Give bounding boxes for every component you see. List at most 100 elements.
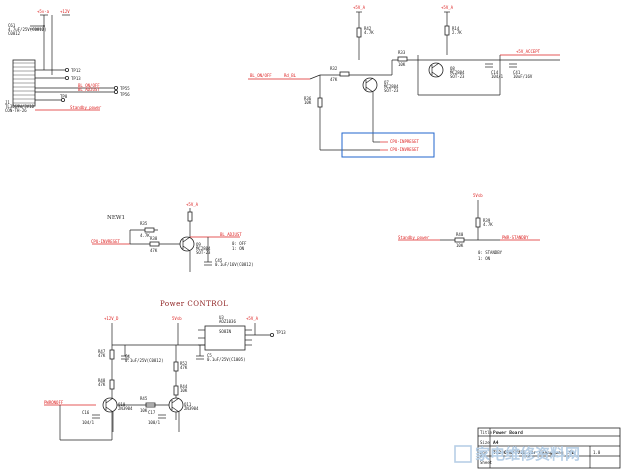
power-c4-value: 100/1	[148, 420, 161, 425]
watermark: 家电维修资料网	[454, 445, 580, 463]
top-r36-ref: R36	[304, 96, 312, 101]
top-r33-value: 10K	[398, 62, 406, 67]
standby-r1-ref: R39	[483, 218, 491, 223]
power-q2-value: 2N3904	[184, 406, 199, 411]
new1-r1-value: 4.7K	[140, 233, 150, 238]
top-r32-ref: R32	[330, 66, 338, 71]
top-rail1-label: +5V_A	[353, 5, 366, 10]
tp8-label: TP8	[60, 94, 68, 99]
top-r32-value: 47K	[330, 77, 338, 82]
connector-package: CON-TH-26	[5, 108, 27, 113]
connector-desc: TL3069W/3V10	[5, 104, 34, 109]
watermark-logo-icon	[454, 445, 472, 463]
new1-cap-value: 0.1uF/16V(C0812)	[215, 262, 254, 267]
connector-pins	[13, 62, 35, 104]
net-5v-accept: +5V_ACCEPT	[516, 49, 541, 54]
power-r1-ref: R47	[98, 349, 106, 354]
new1-circuit: NEW1 +5V_A CPU-INVRESET R35 4.7K R38 47K…	[91, 202, 254, 272]
power-c4-ref: C17	[148, 410, 156, 415]
top-c14-value: 104/1	[491, 74, 504, 79]
power-u3-value: AOZ1036	[219, 319, 236, 324]
top-r14-value: 2.7K	[452, 30, 462, 35]
top-r14-ref: R14	[452, 26, 460, 31]
power-q1-ref: Q10	[118, 402, 126, 407]
tp13-label: TP13	[71, 76, 81, 81]
power-q2-ref: Q11	[184, 402, 192, 407]
tb-size-label: Size	[480, 440, 490, 445]
tp55-label: TP55	[120, 86, 130, 91]
power-r4-value: 10K	[180, 388, 188, 393]
new1-rail-label: +5V_A	[186, 202, 199, 207]
power-r2-value: 47K	[98, 382, 106, 387]
power-q1-value: 2N3904	[118, 406, 133, 411]
tb-doc-label: Doc	[480, 450, 488, 455]
tb-rev: 1.0	[593, 450, 601, 455]
new1-cap-ref: C45	[215, 258, 223, 263]
watermark-text: 家电维修资料网	[475, 445, 580, 463]
standby-legend-on: 1: ON	[478, 256, 491, 261]
standby-input-net: Standby_power	[398, 235, 430, 240]
power-r5-value: 10K	[140, 408, 148, 413]
top-r33-ref: R33	[398, 50, 406, 55]
title-block: Title Power Board Size A4 Doc TL3069W/3V…	[477, 427, 621, 469]
power-control-circuit: Power CONTROL +12V_D 5Vsb +5V_A TP13 U3 …	[44, 300, 286, 441]
new1-q-package: SOT-23	[196, 250, 211, 255]
tb-sheet: Sheet	[480, 460, 493, 465]
new1-r2-ref: R38	[150, 236, 158, 241]
power-c1-ref: C4	[125, 354, 130, 359]
standby-r2-value: 10K	[456, 243, 464, 248]
new1-q-ref: Q9	[196, 242, 201, 247]
power-rail-5vsb: 5Vsb	[172, 316, 182, 321]
top-q7-value: MC2804	[384, 84, 399, 89]
power-c2-value: 0.1uF/25V(C1005)	[207, 357, 246, 362]
power-tp-label: TP13	[276, 330, 286, 335]
power-r3-value: 47K	[180, 365, 188, 370]
top-q8-package: SOT-23	[450, 74, 465, 79]
new1-title: NEW1	[107, 215, 125, 221]
power-c3-ref: C16	[82, 410, 90, 415]
top-rail2-label: +5V_A	[441, 5, 454, 10]
net-bl-on-off: BL_ON/OFF	[78, 83, 100, 88]
new1-q-value: MC2804	[196, 246, 211, 251]
cap-c61-value: 4.7uF/25V(C0812)	[8, 27, 47, 32]
net-standby-power: Standby_power	[70, 105, 102, 110]
standby-rail-label: 5Vsb	[473, 193, 483, 198]
tb-size-value: A4	[493, 440, 499, 446]
new1-input-net: CPU-INVRESET	[91, 239, 120, 244]
top-r36-value: 10K	[304, 100, 312, 105]
backlight-switch-circuit: +5V_A +5V_A R42 4.7K R14 2.7K +5V_ACCEPT…	[248, 5, 560, 158]
power-r1-value: 47K	[98, 353, 106, 358]
power-rail-5v-a: +5V_A	[246, 316, 259, 321]
net-rd-bl: Rd_BL	[284, 73, 297, 78]
top-q8-ref: Q8	[450, 66, 455, 71]
power-c1-value: 0.1uF/25V(C0812)	[125, 358, 164, 363]
standby-r2-ref: R40	[456, 232, 464, 237]
cap-c61-package: C0812	[8, 31, 21, 36]
standby-r1-value: 4.7K	[483, 222, 493, 227]
rail-5v-a-label: +5v-a	[37, 9, 50, 14]
highlight-box	[341, 132, 435, 158]
cap-c61-ref: C61	[8, 23, 16, 28]
new1-legend-on: 1: ON	[232, 246, 245, 251]
power-rail-12v: +12V_D	[104, 316, 119, 321]
net-cpu-invreset: CPU-INVRESET	[390, 147, 419, 152]
power-r2-ref: R48	[98, 378, 106, 383]
top-r42-value: 4.7K	[364, 30, 374, 35]
standby-circuit: 5Vsb R39 4.7K Standby_power R40 10K PWR-…	[398, 193, 540, 261]
top-q8-value: MC2804	[450, 70, 465, 75]
rail-12v-label: +12V	[60, 9, 70, 14]
standby-legend-standby: 0: STANDBY	[478, 250, 503, 255]
power-u3-package: SO8IN	[219, 329, 232, 334]
net-cpu-inpreset: CPU-INPRESET	[390, 139, 419, 144]
net-bl-on-off-top: BL_ON/OFF	[250, 73, 272, 78]
power-r4-ref: R44	[180, 384, 188, 389]
connector-ref: J1	[5, 100, 10, 105]
power-c2-ref: C5	[207, 353, 212, 358]
power-input-net: PWRONOFF	[44, 400, 64, 405]
top-c14-ref: C14	[491, 70, 499, 75]
top-q7-package: SOT-23	[384, 88, 399, 93]
power-control-title: Power CONTROL	[160, 300, 228, 308]
connector-block: +5v-a +12V C61 4.7uF/25V(C0812) C0812 J1…	[5, 9, 130, 113]
